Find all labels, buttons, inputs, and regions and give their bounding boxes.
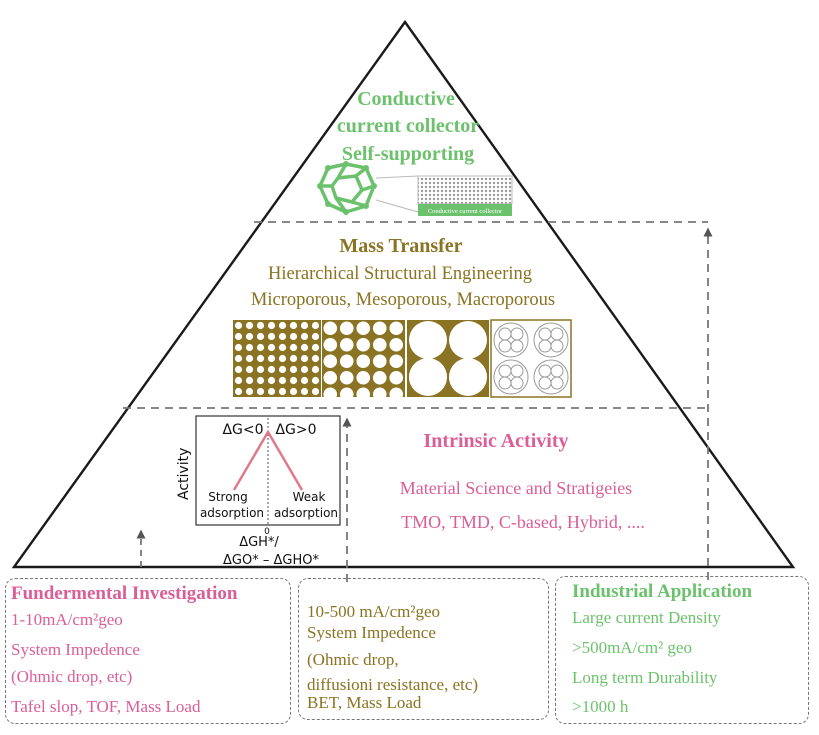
volcano-right-label: ΔG>0 [275, 422, 316, 438]
collector-panel-band [418, 204, 512, 216]
volcano-x-label-1: ΔGH*/ [239, 535, 279, 550]
industrial-line-2: >500mA/cm² geo [572, 638, 692, 657]
volcano-y-label: Activity [176, 448, 192, 500]
mass-transfer-title: Mass Transfer [339, 235, 462, 257]
hierarchical-tile [490, 319, 572, 398]
zoom-guide-bottom [375, 199, 419, 213]
middle-box-line-4: diffusioni resistance, etc) [307, 675, 479, 694]
industrial-line-1: Large current Density [572, 608, 721, 627]
fundamental-title: Fundermental Investigation [11, 583, 238, 604]
industrial-box: Industrial Application Large current Den… [555, 576, 809, 724]
volcano-left-label: ΔG<0 [222, 422, 263, 438]
volcano-curve [232, 429, 304, 491]
cage-nodes-icon [317, 161, 377, 215]
microporous-tile [233, 320, 321, 397]
mass-transfer-line-1: Hierarchical Structural Engineering [268, 264, 532, 284]
collector-panel-label: Conductive current collector [428, 208, 503, 215]
middle-box-line-3: (Ohmic drop, [307, 650, 399, 669]
fundamental-box: Fundermental Investigation 1-10mA/cm²geo… [5, 578, 291, 724]
intrinsic-line-2: TMO, TMD, C-based, Hybrid, .... [401, 512, 645, 532]
mass-transfer-line-2: Microporous, Mesoporous, Macroporous [251, 290, 555, 310]
top-line-1: Conductive [357, 88, 455, 110]
top-line-3: Self-supporting [342, 143, 474, 165]
fundamental-line-2: System Impedence [11, 640, 140, 659]
volcano-zero: 0 [264, 527, 270, 537]
mesoporous-tile [322, 320, 405, 397]
industrial-line-3: Long term Durability [572, 668, 718, 687]
middle-box-line-2: System Impedence [307, 623, 436, 642]
volcano-x-label-2: ΔGO* – ΔGHO* [223, 553, 319, 568]
middle-box: 10-500 mA/cm²geo System Impedence (Ohmic… [298, 578, 549, 720]
middle-box-line-5: BET, Mass Load [307, 693, 422, 712]
fundamental-line-4: Tafel slop, TOF, Mass Load [11, 697, 201, 716]
volcano-strong-1: Strong [208, 490, 248, 504]
fundamental-line-3: (Ohmic drop, etc) [11, 667, 133, 686]
fundamental-line-1: 1-10mA/cm²geo [11, 610, 123, 629]
volcano-strong-2: adsorption [200, 506, 264, 520]
top-line-2: current collector [337, 115, 479, 137]
middle-box-line-1: 10-500 mA/cm²geo [307, 602, 441, 621]
volcano-weak-1: Weak [293, 490, 326, 504]
macroporous-tile [407, 320, 489, 397]
volcano-weak-2: adsorption [274, 506, 338, 520]
industrial-title: Industrial Application [572, 581, 753, 602]
volcano-plot: ΔG<0 ΔG>0 Strong adsorption Weak adsorpt… [176, 415, 341, 568]
zoom-guide-top [375, 175, 419, 179]
intrinsic-line-1: Material Science and Stratigeies [400, 478, 632, 498]
pyramid-outline [11, 19, 796, 569]
intrinsic-activity-title: Intrinsic Activity [424, 430, 569, 452]
collector-panel-texture [417, 175, 513, 205]
industrial-line-4: >1000 h [572, 697, 629, 716]
